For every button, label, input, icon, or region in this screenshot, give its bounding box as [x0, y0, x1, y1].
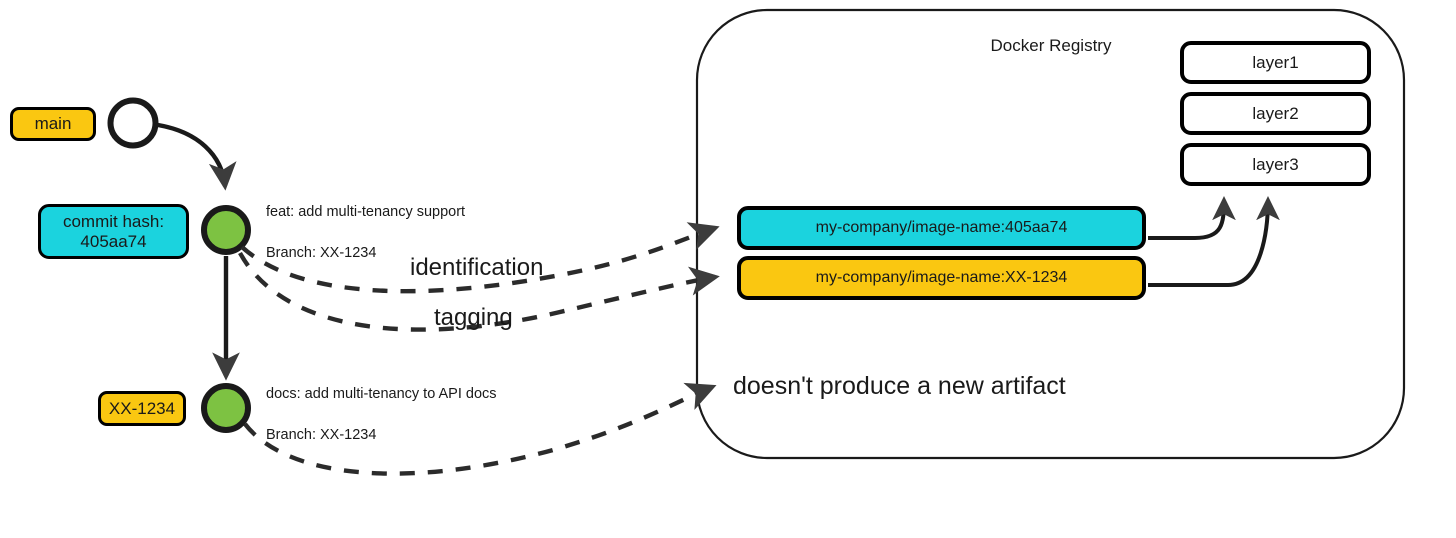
edge-tagging	[238, 251, 720, 332]
edge-no-artifact	[243, 382, 717, 476]
commit-branch-1: Branch: XX-1234	[266, 245, 377, 261]
registry-layer-2[interactable]: layer2	[1180, 92, 1371, 135]
branch-tag-badge[interactable]: XX-1234	[98, 391, 186, 426]
registry-image-digest[interactable]: my-company/image-name:405aa74	[737, 206, 1146, 250]
registry-layer-3[interactable]: layer3	[1180, 143, 1371, 186]
commit-hash-badge-label: commit hash:	[62, 211, 165, 231]
commit-message-2: docs: add multi-tenancy to API docs	[266, 386, 497, 402]
edge-digest-to-layers	[1148, 196, 1236, 240]
commit-node-1	[201, 205, 251, 255]
docker-registry-title: Docker Registry	[990, 36, 1112, 55]
registry-layer-2-label: layer2	[1252, 103, 1299, 123]
commit-branch-2: Branch: XX-1234	[266, 427, 377, 443]
branch-head-node	[107, 97, 159, 149]
registry-layer-3-label: layer3	[1252, 154, 1299, 174]
commit-hash-badge-value: 405aa74	[80, 231, 147, 251]
commit-node-2	[201, 383, 251, 433]
edge-tag-to-layers	[1148, 196, 1280, 287]
commit-message-1: feat: add multi-tenancy support	[266, 204, 466, 220]
edge-label-no-artifact: doesn't produce a new artifact	[733, 372, 1066, 400]
branch-badge-main[interactable]: main	[10, 107, 96, 141]
registry-image-tag-label: my-company/image-name:XX-1234	[815, 268, 1068, 286]
registry-layer-1-label: layer1	[1252, 52, 1299, 72]
branch-tag-badge-label: XX-1234	[108, 398, 176, 418]
registry-image-digest-label: my-company/image-name:405aa74	[815, 218, 1068, 236]
edge-identification	[240, 222, 720, 294]
edge-head-to-commit1	[157, 122, 237, 191]
registry-image-tag[interactable]: my-company/image-name:XX-1234	[737, 256, 1146, 300]
edge-label-tagging: tagging	[434, 304, 513, 331]
edge-label-identification: identification	[410, 254, 544, 281]
registry-layer-1[interactable]: layer1	[1180, 41, 1371, 84]
commit-hash-badge[interactable]: commit hash: 405aa74	[38, 204, 189, 259]
branch-badge-main-label: main	[34, 114, 72, 134]
